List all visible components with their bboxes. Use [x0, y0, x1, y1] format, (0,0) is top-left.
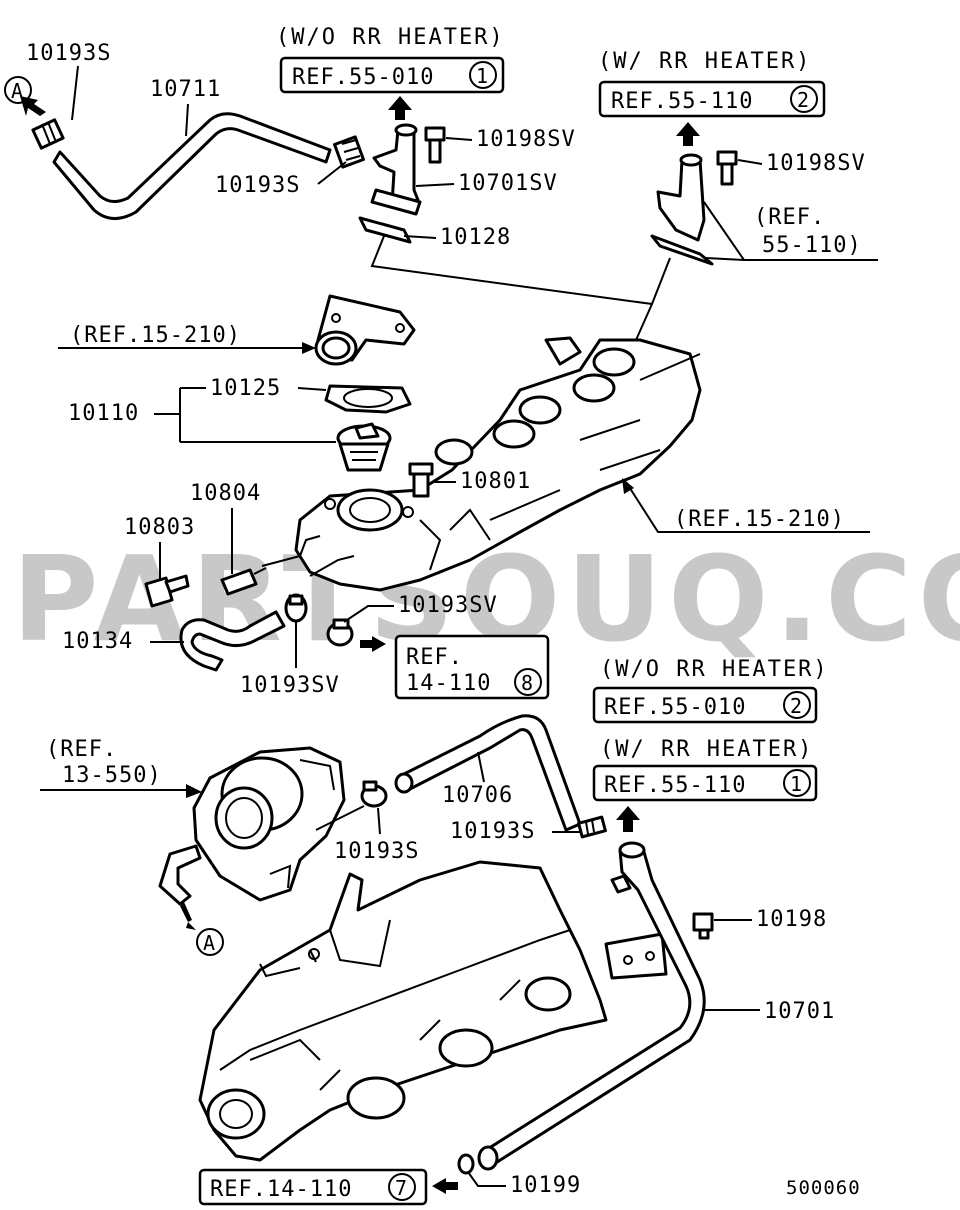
gasket-rr[interactable] — [650, 234, 714, 266]
ref-15-210-a[interactable]: (REF.15-210) — [70, 323, 241, 348]
svg-text:1: 1 — [790, 772, 802, 796]
note-wo-rr-heater-top: (W/O RR HEATER) — [276, 25, 505, 50]
svg-text:1: 1 — [476, 64, 488, 88]
cylinder-head[interactable] — [198, 860, 608, 1162]
label-10193sv-a[interactable]: 10193SV — [398, 593, 498, 618]
ref-55-110-plain-l2[interactable]: 55-110) — [762, 233, 862, 258]
clamp-10193s-low2[interactable] — [577, 815, 607, 839]
thermostat-case[interactable] — [314, 294, 416, 366]
diagram-id: 500060 — [786, 1177, 861, 1199]
svg-text:REF.55-010: REF.55-010 — [604, 695, 746, 720]
pipe-10701sv[interactable] — [370, 123, 422, 216]
svg-text:2: 2 — [790, 694, 802, 718]
hose-10711[interactable] — [52, 112, 332, 220]
pipe-10701sv-rr[interactable] — [656, 153, 706, 242]
hose-10134[interactable] — [179, 610, 286, 672]
gasket-10125[interactable] — [324, 384, 412, 414]
svg-text:8: 8 — [521, 671, 533, 695]
bolt-10198sv-b[interactable] — [716, 150, 738, 186]
ref-55-010-1[interactable]: REF.55-010 1 — [279, 56, 505, 94]
label-10198[interactable]: 10198 — [756, 907, 827, 932]
arrow-left-icon — [432, 1178, 458, 1194]
ref-13-550-l2[interactable]: 13-550) — [62, 763, 162, 788]
label-10193s-top[interactable]: 10193S — [26, 41, 111, 66]
ref-14-110-8[interactable]: REF. 14-110 8 — [394, 634, 550, 700]
label-10193sv-b[interactable]: 10193SV — [240, 673, 340, 698]
svg-text:14-110: 14-110 — [406, 671, 491, 696]
arrow-right-icon — [186, 784, 202, 798]
label-10198sv-a[interactable]: 10198SV — [476, 127, 576, 152]
label-10134[interactable]: 10134 — [62, 629, 133, 654]
svg-text:REF.55-110: REF.55-110 — [611, 89, 753, 114]
label-10706[interactable]: 10706 — [442, 783, 513, 808]
label-10199[interactable]: 10199 — [510, 1173, 581, 1198]
label-10711[interactable]: 10711 — [150, 77, 221, 102]
arrow-right-icon — [360, 636, 386, 652]
ref-55-110-plain-l1[interactable]: (REF. — [754, 205, 825, 230]
note-w-rr-heater-top: (W/ RR HEATER) — [598, 49, 811, 74]
sensor-10801[interactable] — [408, 462, 434, 498]
label-10803[interactable]: 10803 — [124, 515, 195, 540]
sensor-10803[interactable] — [144, 574, 190, 608]
marker-a-bottom: A — [180, 902, 224, 956]
label-10128[interactable]: 10128 — [440, 225, 511, 250]
ref-15-210-b[interactable]: (REF.15-210) — [674, 507, 845, 532]
throttle-body[interactable] — [158, 746, 365, 906]
svg-text:REF.14-110: REF.14-110 — [210, 1177, 352, 1202]
hose-10706[interactable] — [394, 714, 582, 832]
clamp-10193s-low[interactable] — [360, 780, 388, 808]
arrow-up-icon — [388, 96, 412, 120]
ref-13-550-l1[interactable]: (REF. — [46, 737, 117, 762]
label-10110[interactable]: 10110 — [68, 401, 139, 426]
arrow-up-icon — [676, 122, 700, 146]
clamp-10193sv-upper[interactable] — [326, 618, 354, 647]
svg-text:REF.55-010: REF.55-010 — [292, 65, 434, 90]
clamp-10193s-mid[interactable] — [333, 135, 365, 169]
svg-text:2: 2 — [797, 88, 809, 112]
bolt-10198sv-a[interactable] — [424, 126, 446, 164]
svg-text:A: A — [203, 931, 215, 955]
label-10125[interactable]: 10125 — [210, 376, 281, 401]
gasket-10128[interactable] — [358, 216, 412, 244]
ref-55-110-2[interactable]: REF.55-110 2 — [598, 80, 826, 118]
svg-text:7: 7 — [395, 1176, 407, 1200]
arrow-right-icon — [302, 342, 316, 354]
label-10193s-mid[interactable]: 10193S — [215, 173, 300, 198]
label-10804[interactable]: 10804 — [190, 481, 261, 506]
label-10701[interactable]: 10701 — [764, 999, 835, 1024]
label-10193s-low2[interactable]: 10193S — [450, 819, 535, 844]
o-ring-10199[interactable] — [457, 1153, 475, 1175]
svg-text:REF.: REF. — [406, 645, 463, 670]
marker-a-top: A — [4, 76, 46, 116]
clamp-10193sv-lower[interactable] — [284, 593, 308, 623]
sensor-10804[interactable] — [220, 567, 267, 596]
arrow-icon — [622, 478, 634, 494]
label-10701sv[interactable]: 10701SV — [458, 171, 558, 196]
pipe-10701[interactable] — [477, 841, 706, 1171]
label-10193s-low[interactable]: 10193S — [334, 839, 419, 864]
bolt-10198[interactable] — [692, 912, 714, 940]
label-10198sv-b[interactable]: 10198SV — [766, 151, 866, 176]
thermostat-10110[interactable] — [336, 422, 392, 472]
arrow-up-icon — [616, 806, 640, 832]
svg-text:REF.55-110: REF.55-110 — [604, 773, 746, 798]
ref-14-110-7[interactable]: REF.14-110 7 — [198, 1168, 428, 1206]
label-10801[interactable]: 10801 — [460, 469, 531, 494]
note-w-rr-heater-mid: (W/ RR HEATER) — [600, 737, 813, 762]
ref-55-110-1[interactable]: REF.55-110 1 — [592, 764, 818, 802]
intake-manifold[interactable] — [294, 336, 702, 592]
clamp-10193s-top[interactable] — [31, 118, 65, 150]
ref-55-010-2[interactable]: REF.55-010 2 — [592, 686, 818, 724]
note-wo-rr-heater-mid: (W/O RR HEATER) — [600, 657, 829, 682]
bracket[interactable] — [604, 932, 668, 980]
svg-text:A: A — [11, 79, 23, 103]
